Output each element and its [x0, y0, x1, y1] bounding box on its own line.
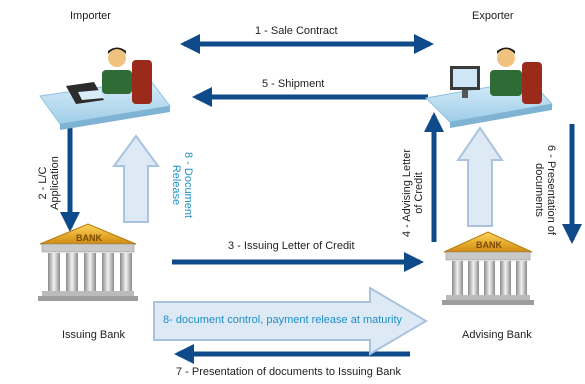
- advising-bank-sign: BANK: [476, 240, 502, 250]
- importer-label: Importer: [70, 10, 111, 22]
- issuing-bank-building: [38, 223, 138, 301]
- importer-illustration: [39, 47, 171, 130]
- arrow-8-document-release: [112, 134, 160, 223]
- advising-bank-building: [442, 231, 534, 305]
- issuing-bank-label: Issuing Bank: [62, 329, 125, 341]
- step-1-label: 1 - Sale Contract: [255, 25, 338, 37]
- step-7-label: 7 - Presentation of documents to Issuing…: [176, 366, 402, 378]
- arrow-8-payment-release: [153, 286, 428, 356]
- step-2-label: 2 - L/C Application: [37, 156, 61, 210]
- step-8-release-label: 8 - Document Release: [170, 151, 194, 219]
- advising-bank-label: Advising Bank: [462, 329, 532, 341]
- exporter-label: Exporter: [472, 10, 514, 22]
- arrow-light-up-right: [456, 126, 504, 227]
- exporter-illustration: [424, 47, 553, 128]
- step-5-label: 5 - Shipment: [262, 78, 325, 90]
- issuing-bank-sign: BANK: [76, 233, 102, 243]
- step-6-label: 6 - Presentation of documents: [533, 145, 557, 235]
- step-3-label: 3 - Issuing Letter of Credit: [228, 240, 355, 252]
- step-4-label: 4 - Advising Letter of Credit: [401, 148, 425, 238]
- step-8-payment-label: 8- document control, payment release at …: [163, 314, 403, 326]
